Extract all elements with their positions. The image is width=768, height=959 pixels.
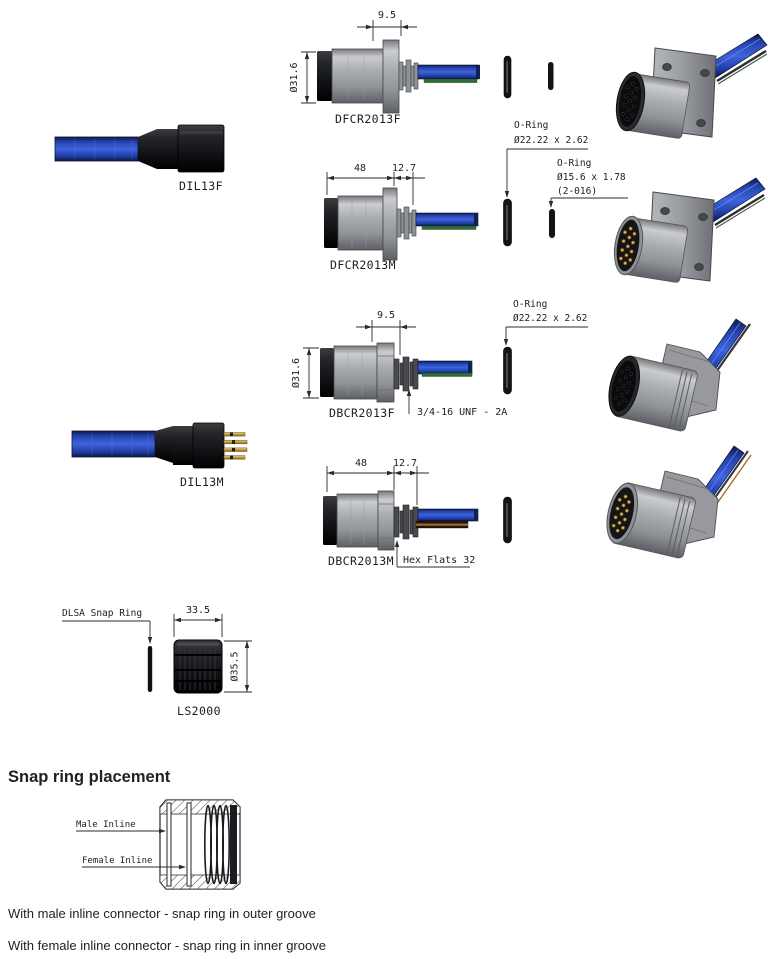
neck	[157, 129, 178, 169]
socket-holes	[614, 366, 633, 406]
cable-gland	[396, 206, 417, 240]
green-wire	[421, 225, 477, 230]
hex-section	[377, 490, 395, 551]
photo-dbcr2013m	[606, 445, 752, 559]
drawing-dbcr2013m: 48 12.7 DBCR2013M Hex Flats 32	[323, 458, 479, 568]
drawing-dfcr2013f: 9.5 Ø31.6 DFCR2013F	[288, 10, 480, 126]
label-dlsa-snap-ring: DLSA Snap Ring	[62, 608, 142, 619]
connector-face	[324, 198, 338, 248]
label-dfcr2013m: DFCR2013M	[330, 258, 396, 272]
connector-face	[317, 51, 332, 101]
oring-side-views-row1	[503, 55, 554, 99]
label-dil13f: DIL13F	[179, 179, 223, 193]
dim-dfcr2013f-width: 9.5	[378, 10, 396, 21]
oring-callout-small: O-Ring Ø15.6 x 1.78 (2-016)	[548, 158, 628, 208]
sleeve-end-wall	[230, 805, 237, 884]
connector-body	[336, 493, 379, 548]
oring-dash-number: (2-016)	[557, 186, 597, 197]
neck	[173, 426, 193, 465]
green-wire	[423, 78, 478, 83]
label-dbcr2013f: DBCR2013F	[329, 406, 395, 420]
cable	[417, 64, 480, 80]
connector-body	[337, 195, 384, 251]
section-heading: Snap ring placement	[8, 768, 171, 786]
oring-small	[548, 62, 554, 90]
cable	[54, 136, 139, 162]
cable	[417, 360, 473, 375]
drawing-dfcr2013m: 48 12.7 DFCR2013M	[324, 163, 479, 272]
connector-face	[323, 496, 337, 545]
cable-gland	[398, 59, 419, 93]
photo-dbcr2013f	[608, 318, 751, 432]
outer-groove	[166, 802, 172, 887]
dim-ls2000-diameter: Ø35.5	[229, 651, 241, 681]
connector-flange	[382, 39, 400, 114]
dim-dbcr2013m-length: 48	[355, 458, 367, 469]
drawing-dil13m: DIL13M	[71, 422, 248, 489]
green-wire	[421, 372, 473, 377]
snap-ring-placement-section: Snap ring placement Male Inline Female I…	[8, 768, 326, 953]
label-dbcr2013m: DBCR2013M	[328, 554, 394, 568]
oring-size: Ø22.22 x 2.62	[513, 313, 587, 324]
oring-size: Ø15.6 x 1.78	[557, 172, 626, 183]
snap-ring-side-view	[147, 646, 153, 692]
drawing-ls2000: DLSA Snap Ring 33.5 Ø35.5 LS2000	[62, 605, 252, 718]
oring-callout-top: O-Ring Ø22.22 x 2.62	[504, 120, 588, 198]
contact-pins	[618, 226, 637, 266]
label-ls2000: LS2000	[177, 704, 221, 718]
cable	[71, 430, 156, 458]
label-dfcr2013f: DFCR2013F	[335, 112, 401, 126]
dim-dfcr2013m-offset: 12.7	[392, 163, 416, 174]
photo-dfcr2013m	[613, 177, 766, 283]
connector-head	[177, 124, 225, 173]
connector-barrel	[613, 215, 689, 283]
oring-callout-mid: O-Ring Ø22.22 x 2.62	[503, 299, 588, 346]
contact-pins	[611, 494, 631, 533]
snap-ring-cross-section	[159, 799, 241, 890]
cable	[417, 508, 479, 522]
oring-size: Ø22.22 x 2.62	[514, 135, 588, 146]
contact-pins	[223, 432, 248, 460]
thread-note: 3/4-16 UNF - 2A	[417, 407, 507, 418]
inner-groove	[186, 802, 192, 887]
connector-barrel	[606, 482, 696, 559]
cable-gland	[393, 356, 419, 392]
male-inline-label: Male Inline	[76, 820, 136, 830]
dim-dfcr2013f-diameter: Ø31.6	[288, 62, 300, 92]
oring-small	[549, 209, 555, 238]
male-placement-note: With male inline connector - snap ring i…	[8, 906, 316, 921]
connector-head	[192, 422, 225, 469]
female-placement-note: With female inline connector - snap ring…	[8, 938, 326, 953]
drawing-dbcr2013f: 9.5 Ø31.6 DBCR2013F 3/4-16 UNF - 2A	[290, 310, 507, 420]
label-dil13m: DIL13M	[180, 475, 224, 489]
spring-coil	[204, 804, 231, 885]
photo-dfcr2013f	[615, 33, 768, 139]
female-inline-label: Female Inline	[82, 856, 152, 866]
orange-wire	[416, 523, 468, 526]
connector-face	[320, 348, 334, 397]
connector-barrel	[608, 355, 698, 432]
oring-name: O-Ring	[513, 299, 547, 310]
oring-name: O-Ring	[557, 158, 591, 169]
dim-ls2000-length: 33.5	[186, 605, 210, 616]
drawing-dil13f: DIL13F	[54, 124, 225, 193]
hex-section	[376, 342, 395, 403]
connector-body	[333, 345, 378, 400]
connector-body	[331, 48, 384, 104]
boot-taper	[155, 426, 173, 463]
oring-name: O-Ring	[514, 120, 548, 131]
hex-flats-note: Hex Flats 32	[403, 555, 475, 566]
boot-taper	[138, 129, 157, 169]
cable-gland	[393, 504, 419, 540]
dim-dbcr2013f-diameter: Ø31.6	[290, 358, 302, 388]
cable	[415, 212, 479, 227]
connector-flange	[382, 187, 398, 261]
dim-dfcr2013m-length: 48	[354, 163, 366, 174]
connector-barrel	[615, 71, 691, 139]
dim-dbcr2013f-width: 9.5	[377, 310, 395, 321]
oring-side-views-row2	[503, 198, 555, 247]
socket-holes	[621, 81, 639, 121]
dim-dbcr2013m-offset: 12.7	[393, 458, 417, 469]
